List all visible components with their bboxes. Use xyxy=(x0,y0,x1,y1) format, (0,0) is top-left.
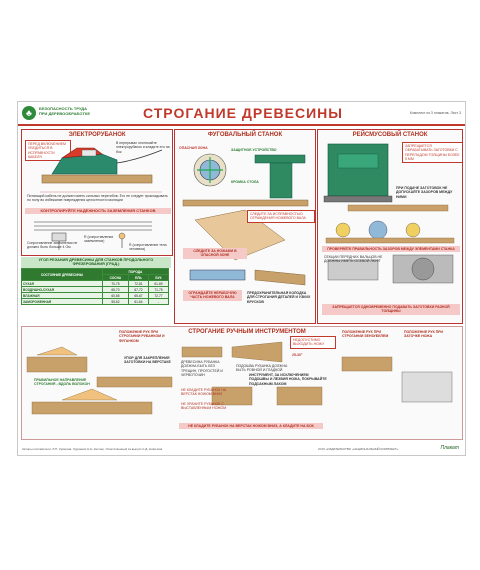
bar-note: ОГРАЖДАЙТЕ НЕРАБОЧУЮ ЧАСТЬ НОЖЕВОГО ВАЛА xyxy=(183,290,242,301)
warn-cable: ПЕРЕД ВКЛЮЧЕНИЕМ УБЕДИТЬСЯ В ИСПРАВНОСТИ… xyxy=(25,140,71,162)
sharpen-title: ПОЛОЖЕНИЕ РУК ПРИ ЗАТОЧКЕ НОЖА xyxy=(404,330,444,339)
hands-right-title: ПОЛОЖЕНИЕ РУК ПРИ СТРОГАНИИ ЗЕНЗУБЕЛЕМ xyxy=(342,330,389,339)
note-cable: Питающий кабель не должен иметь сильных … xyxy=(27,194,168,203)
resist-body: R (сопротивление тела человека) xyxy=(129,243,167,252)
stop-note: УПОР ДЛЯ ЗАКРЕПЛЕНИЯ ЗАГОТОВКИ НА ВЕРСТА… xyxy=(124,356,171,365)
hands-left-title: ПОЛОЖЕНИЕ РУК ПРИ СТРОГАНИИ РУБАНКОМ И Ф… xyxy=(119,330,165,343)
direction-note: ПРАВИЛЬНОЕ НАПРАВЛЕНИЕ СТРОГАНИЯ - ВДОЛЬ… xyxy=(34,378,90,387)
sync-note: ЗАПРЕЩАЕТСЯ ОДНОВРЕМЕННО ПОДАВАТЬ ЗАГОТО… xyxy=(322,304,460,315)
sole-note: ПОДОШВА РУБАНКА ДОЛЖНА БЫТЬ РОВНОЙ И ГЛА… xyxy=(236,364,288,373)
cutting-angle-table: СОСТОЯНИЕ ДРЕВЕСИНЫ ПОРОДА СОСНА ЕЛЬ БУК… xyxy=(21,268,170,305)
col-state: СОСТОЯНИЕ ДРЕВЕСИНЫ xyxy=(21,268,103,281)
thickness-planer-illustration xyxy=(323,143,455,284)
resist-ground: R (сопротивление заземления) xyxy=(84,235,114,244)
poster-title: СТРОГАНИЕ ДРЕВЕСИНЫ xyxy=(142,105,343,121)
resist-note: Сопротивление заземления не должно быть … xyxy=(27,241,78,250)
panel-thickness-planer: РЕЙСМУСОВЫЙ СТАНОК ЗАПРЕЩАЕТСЯ ОБРАБАТЫВ… xyxy=(317,129,463,324)
push-block-note: ПРЕДОХРАНИТЕЛЬНАЯ КОЛОДКА ДЛЯ СТРОГАНИЯ … xyxy=(247,291,311,304)
modes-title: УГОЛ РЕЗАНИЯ ДРЕВЕСИНЫ ДЛЯ СТАНКОВ ПРОДО… xyxy=(21,257,171,268)
hand-tools-illustration xyxy=(26,341,453,415)
table-row: СУХАЯ 70-75 72-81 61-69 xyxy=(21,280,170,287)
footer-right: ООО «ИЗДАТЕЛЬСТВО «НАЦИОНАЛЬНЫЙ КОМПЛЕКТ… xyxy=(318,447,399,452)
guard-label: ЗАЩИТНОЕ УСТРОЙСТВО xyxy=(231,148,277,152)
bottom-note: НЕ КЛАДИТЕ РУБАНОК НА ВЕРСТАК НОЖОМ ВНИЗ… xyxy=(179,423,323,430)
wood-note: ДРЕВЕСИНА РУБАНКА ДОЛЖНА БЫТЬ БЕЗ ТРЕЩИН… xyxy=(181,360,223,377)
panel-title-hand: СТРОГАНИЕ РУЧНЫМ ИНСТРУМЕНТОМ xyxy=(188,329,306,335)
gap-check: ПРОВЕРЯЙТЕ ПРАВИЛЬНОСТЬ ЗАЗОРОВ МЕЖДУ ЭЛ… xyxy=(322,246,460,253)
brand-line-1: БЕЗОПАСНОСТЬ ТРУДА xyxy=(39,106,87,111)
feed-note: ПРИ ПОДАЧЕ ЗАГОТОВОК НЕ ДОПУСКАЙТЕ ЗАЗОР… xyxy=(396,186,453,199)
electric-planer-illustration xyxy=(40,147,163,193)
panel-title-planer: ЭЛЕКТРОРУБАНОК xyxy=(68,132,126,138)
edge-label: КРОМКА СТОЛА xyxy=(231,180,259,184)
guard-check-note: СЛЕДИТЕ ЗА ИСПРАВНОСТЬЮ ОГРАЖДЕНИЯ НОЖЕВ… xyxy=(247,210,315,223)
ground-check-title: КОНТРОЛИРУЙТЕ НАДЕЖНОСТЬ ЗАЗЕМЛЕНИЯ СТАН… xyxy=(25,208,171,215)
title-rule xyxy=(18,124,465,126)
tool-rule: ИНСТРУМЕНТ, ЗА ИСКЛЮЧЕНИЕМ ПОДОШВЫ И ЛЕЗ… xyxy=(249,373,327,386)
table-row: ЗАМОРОЖЕННАЯ 55-62 61-64 - xyxy=(21,298,170,305)
set-note: Комплект из 3 плакатов. Лист 3 xyxy=(409,111,461,115)
no-blade-note: НЕ ХРАНИТЕ РУБАНОК С ВЫСТАВЛЕННЫМ НОЖОМ xyxy=(181,402,227,411)
roller-note: СЕКЦИИ ПЕРЕДНИХ ВАЛЬЦОВ НЕ ДОЛЖНЫ ИМЕТЬ … xyxy=(324,255,383,264)
footer-sig: Плакат xyxy=(440,445,459,451)
note-rest: В перерывах отключайте электрорубанок и … xyxy=(116,141,170,154)
jointer-illustration xyxy=(182,153,309,286)
knife-rule: НЕДОПУСТИМО ВЫХОДИТЬ НОЖУ xyxy=(290,336,336,349)
brand-line-2: ПРИ ДЕРЕВООБРАБОТКЕ xyxy=(39,111,91,116)
safety-poster: ♣ БЕЗОПАСНОСТЬ ТРУДА ПРИ ДЕРЕВООБРАБОТКЕ… xyxy=(17,101,466,456)
footer-left: Авторы-составители: Л.П. Кувшина. Художн… xyxy=(22,447,163,452)
grounding-diagram xyxy=(34,221,152,250)
thickness-warn: ЗАПРЕЩАЕТСЯ ОБРАБАТЫВАТЬ ЗАГОТОВКИ С ПЕР… xyxy=(402,142,462,164)
panel-jointer: ФУГОВАЛЬНЫЙ СТАНОК ОПАСНАЯ ЗОНА ЗАЩИТНОЕ… xyxy=(174,129,316,324)
angle-label: 25-30° xyxy=(292,353,303,357)
panel-title-jointer: ФУГОВАЛЬНЫЙ СТАНОК xyxy=(207,132,283,138)
panel-title-thickness: РЕЙСМУСОВЫЙ СТАНОК xyxy=(352,132,428,138)
brand: БЕЗОПАСНОСТЬ ТРУДА ПРИ ДЕРЕВООБРАБОТКЕ xyxy=(39,106,109,116)
danger-zone-label: ОПАСНАЯ ЗОНА xyxy=(179,146,208,150)
logo-icon: ♣ xyxy=(22,106,36,120)
table-row: ВЛАЖНАЯ 60-65 65-67 72-77 xyxy=(21,292,170,299)
panel-hand-tools: СТРОГАНИЕ РУЧНЫМ ИНСТРУМЕНТОМ ПОЛОЖЕНИЕ … xyxy=(21,326,463,440)
no-keep-note: НЕ КЛАДИТЕ РУБАНОК НА ВЕРСТАК НОЖОМ ВНИЗ xyxy=(181,388,227,397)
panel-electric-planer: ЭЛЕКТРОРУБАНОК ПЕРЕД ВКЛЮЧЕНИЕМ УБЕДИТЬС… xyxy=(21,129,173,256)
knife-note: СЛЕДИТЕ ЗА НОЖАМИ В ОПАСНОЙ ЗОНЕ xyxy=(183,248,247,259)
